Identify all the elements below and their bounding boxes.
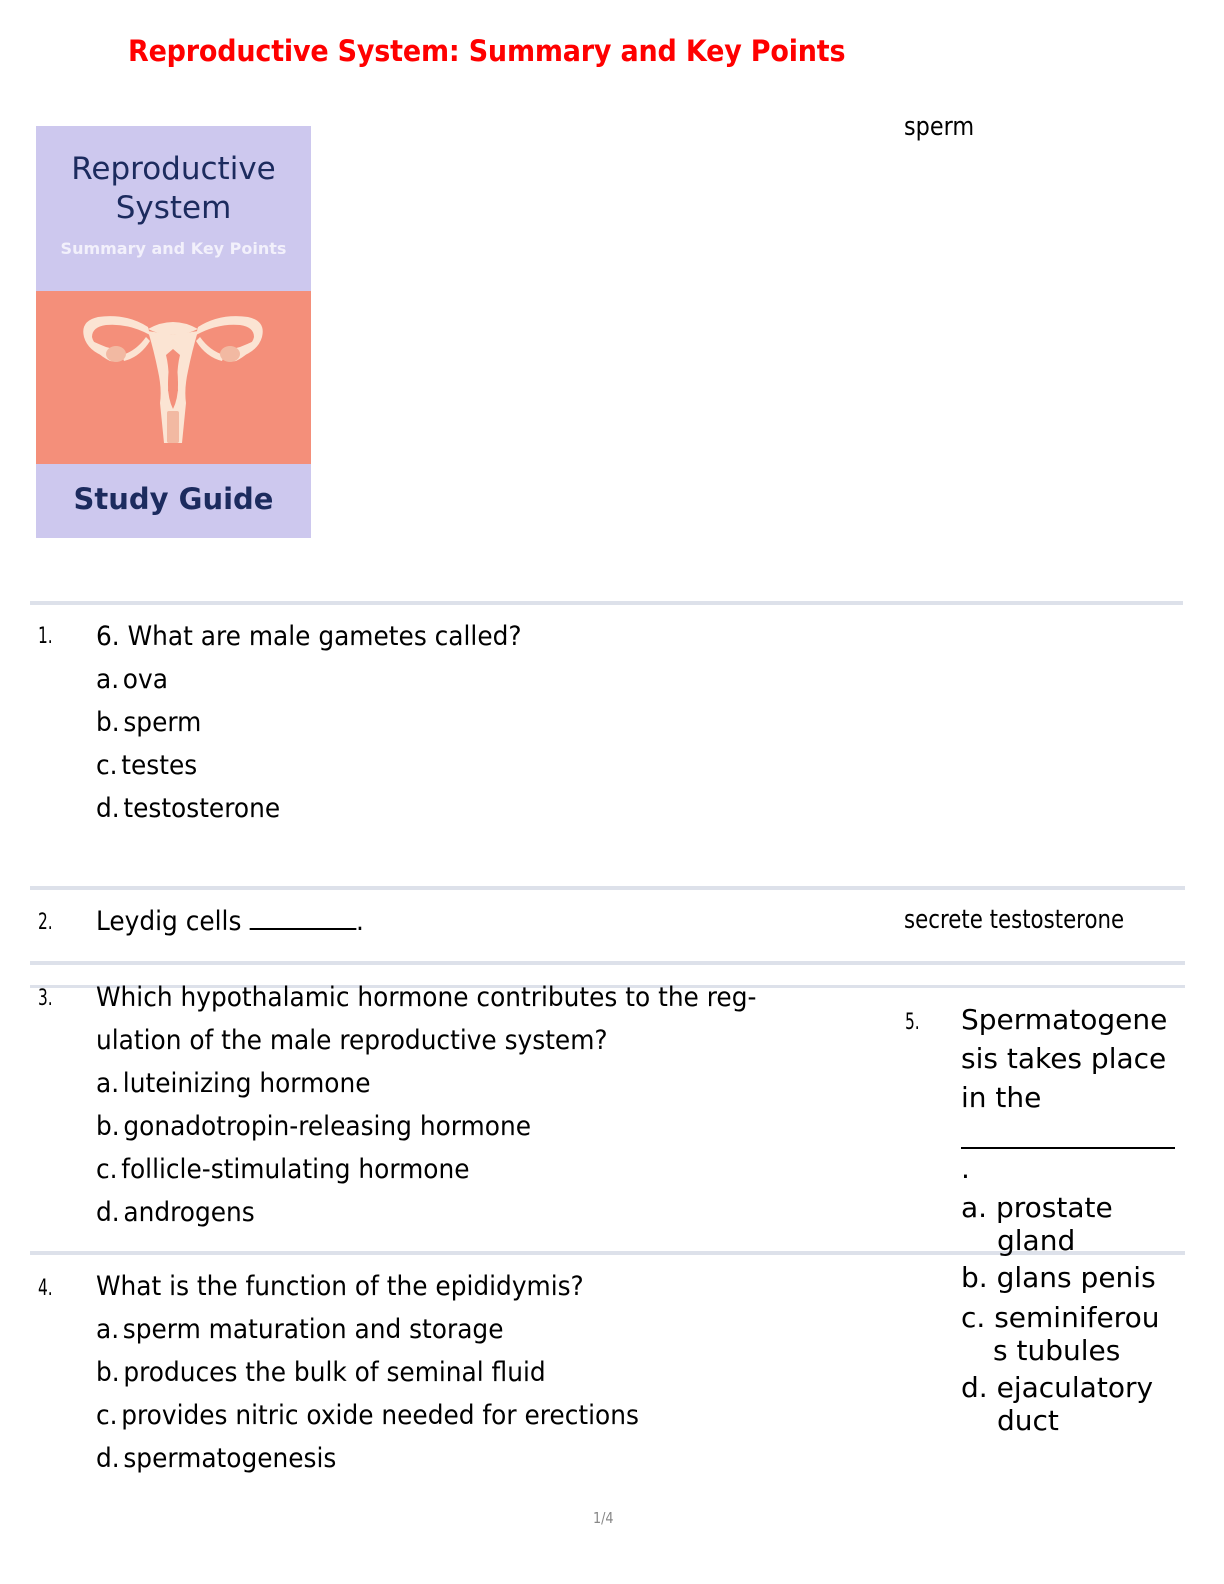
question-number: 2. (38, 910, 53, 935)
option-text: gonadotropin-releasing hormone (123, 1111, 531, 1142)
option-text: seminiferou (994, 1301, 1160, 1334)
option-text: provides nitric oxide needed for erectio… (121, 1400, 639, 1431)
question-3: Which hypothalamic hormone contributes t… (96, 976, 756, 1234)
option-letter: b. (96, 1111, 120, 1142)
question-5: Spermatogene sis takes place in the . a.… (961, 1000, 1193, 1438)
option-a: a.ova (96, 658, 522, 701)
option-d: d.testosterone (96, 787, 522, 830)
option-a: a.luteinizing hormone (96, 1062, 756, 1105)
option-d: d.androgens (96, 1191, 756, 1234)
question-text-line1: Which hypothalamic hormone contributes t… (96, 982, 757, 1013)
option-c-continuation: s tubules (993, 1334, 1121, 1367)
uterus-icon (83, 316, 263, 443)
option-b: b.gonadotropin-releasing hormone (96, 1105, 756, 1148)
cover-heading: Reproductive System (36, 150, 311, 228)
cover-study-guide-label: Study Guide (73, 482, 274, 516)
question-number: 3. (38, 986, 53, 1011)
option-letter: b. (96, 707, 120, 738)
option-text: produces the bulk of seminal fluid (123, 1357, 546, 1388)
option-c: c. seminiferou (961, 1298, 1193, 1338)
question-text-end: . (961, 1152, 970, 1185)
divider (30, 601, 1183, 605)
option-text: luteinizing hormone (122, 1068, 371, 1099)
divider (30, 886, 1185, 890)
option-letter: c. (96, 1154, 118, 1185)
fill-in-blank (961, 1121, 1175, 1149)
question-2: Leydig cells . (96, 900, 364, 943)
option-text: spermatogenesis (123, 1443, 337, 1474)
option-text: prostate (995, 1191, 1113, 1224)
option-d-continuation: duct (997, 1404, 1059, 1437)
option-text: ejaculatory (996, 1371, 1154, 1404)
option-a: a.sperm maturation and storage (96, 1308, 639, 1351)
question-4: What is the function of the epididymis? … (96, 1265, 639, 1480)
option-b: b. glans penis (961, 1258, 1193, 1298)
question-text-end: . (356, 906, 364, 937)
option-letter: d. (96, 1443, 120, 1474)
question-1: 6. What are male gametes called? a.ova b… (96, 615, 522, 830)
question-number: 1. (38, 624, 53, 649)
fill-in-blank (249, 908, 357, 930)
question-text-line1: Spermatogene (961, 1003, 1168, 1036)
option-letter: b. (96, 1357, 120, 1388)
option-text: testosterone (123, 793, 281, 824)
option-letter: d. (96, 793, 120, 824)
question-text-line2: sis takes place (961, 1042, 1167, 1075)
option-text: sperm maturation and storage (122, 1314, 504, 1345)
cover-heading-line1: Reproductive (71, 151, 276, 187)
option-text: glans penis (996, 1261, 1156, 1294)
option-letter: d. (96, 1197, 120, 1228)
option-d: d.spermatogenesis (96, 1437, 639, 1480)
divider (30, 961, 1185, 965)
option-letter: c. (96, 1400, 118, 1431)
option-c: c.follicle-stimulating hormone (96, 1148, 756, 1191)
option-text: androgens (123, 1197, 255, 1228)
option-letter: a. (96, 1068, 120, 1099)
cover-illustration-band (36, 291, 311, 464)
cover-subtitle: Summary and Key Points (60, 239, 287, 258)
question-text: Leydig cells (96, 906, 242, 937)
divider (30, 1251, 1185, 1255)
option-letter: c. (96, 750, 118, 781)
question-text-line3: in the (961, 1081, 1042, 1114)
answer-text: sperm (904, 112, 975, 142)
question-text: What is the function of the epididymis? (96, 1271, 584, 1302)
option-text: sperm (123, 707, 202, 738)
question-text: 6. What are male gametes called? (96, 621, 522, 652)
option-letter: c. (961, 1301, 986, 1334)
page-indicator: 1/4 (593, 1509, 614, 1527)
option-d: d. ejaculatory (961, 1368, 1193, 1408)
option-letter: b. (961, 1261, 988, 1294)
option-b: b.produces the bulk of seminal fluid (96, 1351, 639, 1394)
option-letter: a. (96, 1314, 120, 1345)
cover-image: Reproductive System Summary and Key Poin… (36, 126, 311, 538)
document-title: Reproductive System: Summary and Key Poi… (128, 34, 846, 68)
option-a-continuation: gland (997, 1224, 1076, 1257)
option-text: ova (122, 664, 168, 695)
cover-header: Reproductive System Summary and Key Poin… (36, 126, 311, 291)
question-number: 4. (38, 1276, 53, 1301)
question-number: 5. (905, 1010, 920, 1035)
question-text-line2: ulation of the male reproductive system? (96, 1025, 608, 1056)
option-a: a. prostate (961, 1188, 1193, 1228)
cover-heading-line2: System (115, 190, 232, 226)
divider (30, 985, 1185, 988)
option-letter: a. (961, 1191, 988, 1224)
option-text: testes (121, 750, 198, 781)
option-text: follicle-stimulating hormone (121, 1154, 470, 1185)
option-letter: d. (961, 1371, 988, 1404)
option-b: b.sperm (96, 701, 522, 744)
option-c: c.testes (96, 744, 522, 787)
cover-footer: Study Guide (36, 464, 311, 538)
option-letter: a. (96, 664, 120, 695)
option-c: c.provides nitric oxide needed for erect… (96, 1394, 639, 1437)
answer-text: secrete testosterone (904, 905, 1125, 935)
